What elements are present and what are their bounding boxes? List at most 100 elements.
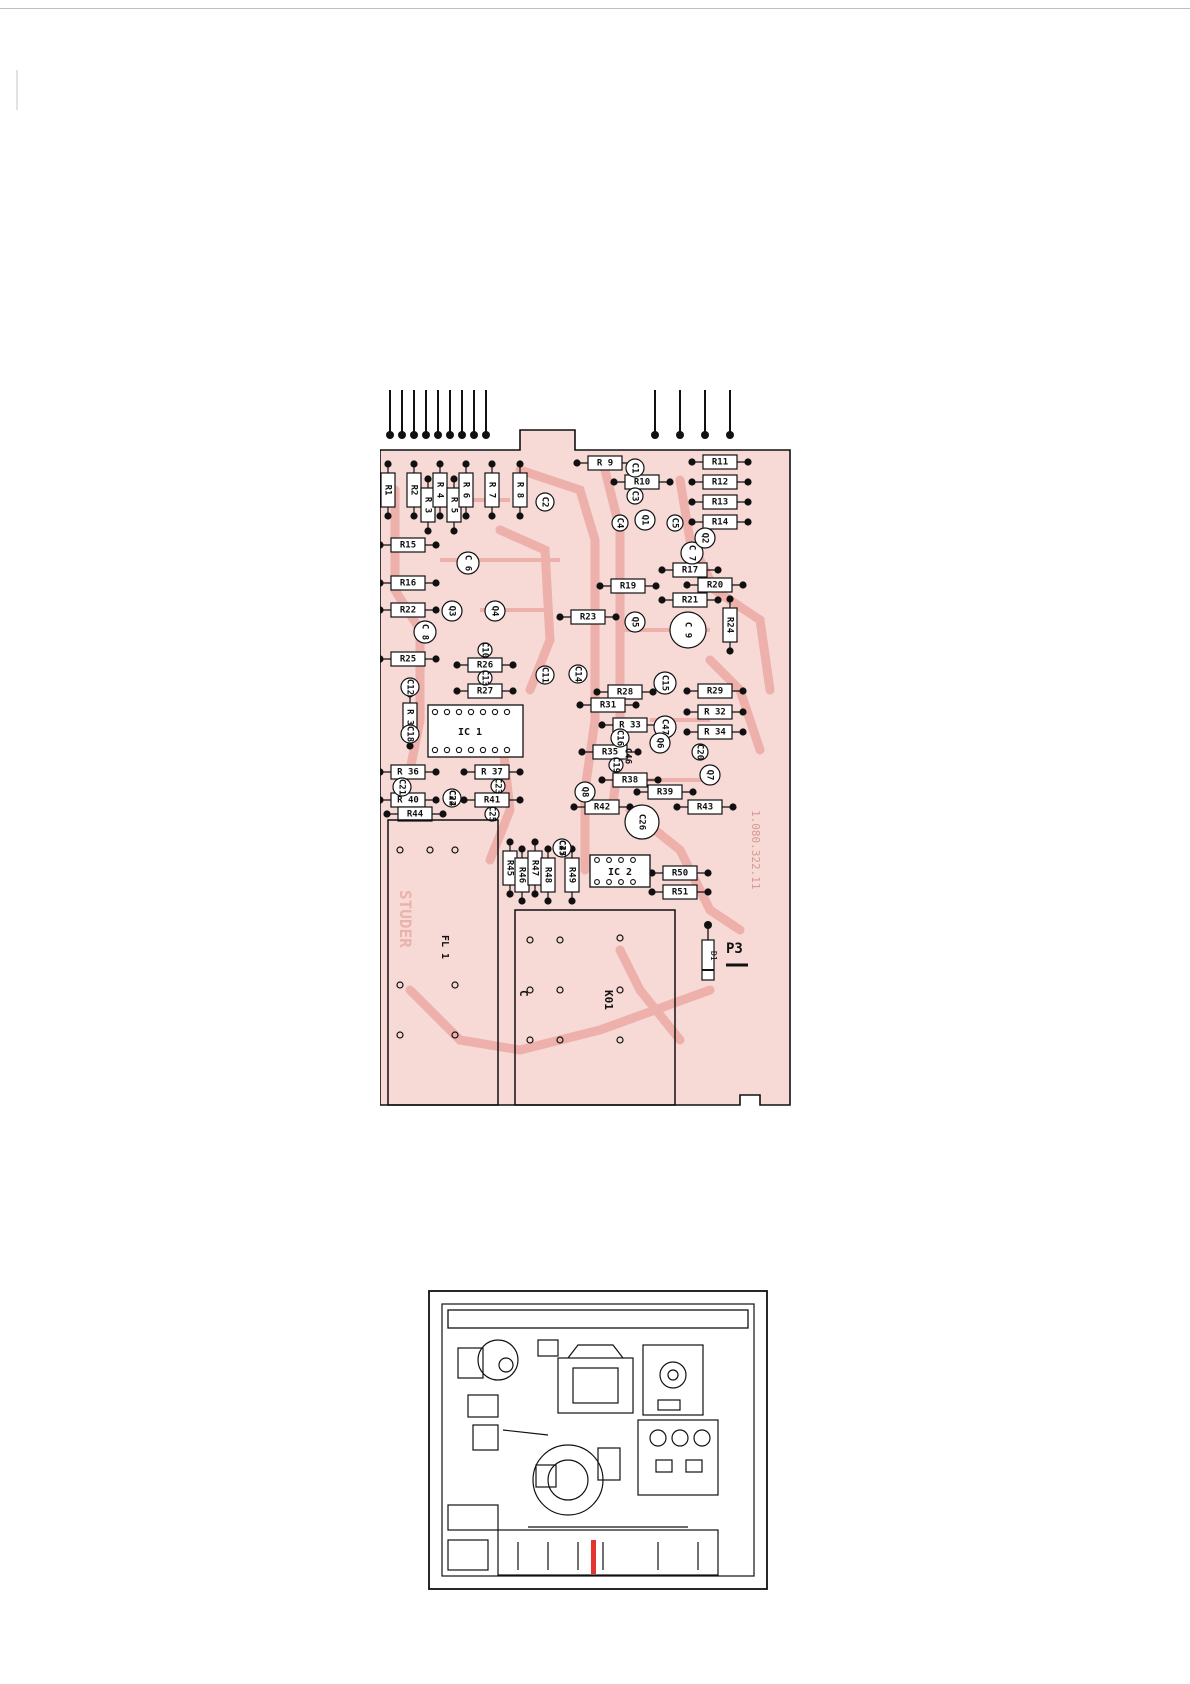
resistor xyxy=(584,799,620,815)
resistor-label: R 6 xyxy=(461,482,471,498)
capacitor-label: C47 xyxy=(660,719,670,735)
capacitor-label: C 8 xyxy=(420,624,430,640)
capacitor xyxy=(626,487,644,505)
transistor-label: Q2 xyxy=(700,533,710,544)
capacitor-label: C21 xyxy=(397,779,407,795)
capacitor xyxy=(490,778,506,794)
capacitor xyxy=(624,804,660,840)
capacitor xyxy=(392,777,412,797)
capacitor-label: C1 xyxy=(630,463,640,474)
capacitor-label: C23 xyxy=(493,778,503,794)
resistor-label: R13 xyxy=(712,498,728,508)
transistor-label: Q3 xyxy=(447,606,457,617)
capacitor-label: C24 xyxy=(447,790,457,807)
resistor-label: R12 xyxy=(712,478,728,488)
capacitor-label: C4 xyxy=(615,518,625,529)
capacitor-label: C 9 xyxy=(683,622,693,638)
transistor-label: Q4 xyxy=(490,606,500,617)
capacitor xyxy=(484,806,500,822)
resistor xyxy=(702,494,738,510)
resistor-label: R 8 xyxy=(515,482,525,498)
capacitor-label: C3 xyxy=(630,491,640,502)
resistor-label: R45 xyxy=(505,860,515,876)
transistor xyxy=(649,732,671,754)
resistor xyxy=(458,472,474,508)
capacitor-label: C20 xyxy=(695,744,705,760)
resistor-label: R44 xyxy=(407,810,424,820)
resistor xyxy=(687,799,723,815)
resistor xyxy=(722,607,738,643)
resistor xyxy=(380,472,396,508)
capacitor-label: C46 xyxy=(623,748,633,764)
resistor xyxy=(612,717,648,733)
relay-contact-label: C xyxy=(517,990,530,997)
capacitor xyxy=(413,620,437,644)
capacitor-label: C 6 xyxy=(463,555,473,571)
transistor xyxy=(441,600,463,622)
part-number-silkscreen: 1.080.322.11 xyxy=(749,810,762,889)
resistor xyxy=(702,474,738,490)
capacitor-label: C15 xyxy=(660,675,670,691)
resistor-label: R50 xyxy=(672,869,688,879)
resistor-label: R15 xyxy=(400,541,416,551)
scan-mark xyxy=(16,70,18,110)
resistor-label: R11 xyxy=(712,458,728,468)
resistor xyxy=(397,806,433,822)
resistor-label: R 34 xyxy=(704,728,726,738)
transistor xyxy=(699,764,721,786)
diode-d1: D1 xyxy=(701,921,718,981)
resistor-label: R41 xyxy=(484,796,500,806)
resistor xyxy=(697,704,733,720)
top-rail xyxy=(447,1309,749,1329)
resistor-label: R 33 xyxy=(619,721,641,731)
capacitor-label: C2 xyxy=(540,497,550,508)
resistor xyxy=(564,857,580,893)
capacitor xyxy=(669,611,707,649)
transistor-label: Q6 xyxy=(655,738,665,749)
capacitor xyxy=(625,458,645,478)
connector-pads xyxy=(386,431,734,439)
capacitor-label: C11 xyxy=(540,667,550,683)
capacitor-label: C19 xyxy=(611,757,621,773)
resistor-label: R39 xyxy=(657,788,673,798)
transistor-label: Q8 xyxy=(580,787,590,798)
resistor-label: R 32 xyxy=(704,708,726,718)
capacitor xyxy=(400,724,420,744)
resistor-label: R46 xyxy=(517,867,527,883)
capacitor-label: C18 xyxy=(405,726,415,742)
resistor xyxy=(512,472,528,508)
resistor-label: R35 xyxy=(602,748,618,758)
resistor-label: R17 xyxy=(682,566,698,576)
highlighted-board-location xyxy=(591,1540,596,1574)
resistor xyxy=(390,651,426,667)
resistor xyxy=(570,609,606,625)
resistor-label: R51 xyxy=(672,888,688,898)
brand-silkscreen: STUDER xyxy=(396,890,415,948)
relay-k01: C K01 xyxy=(514,909,676,1106)
capacitor xyxy=(568,664,588,684)
transistor xyxy=(624,611,646,633)
capacitor-label: C13 xyxy=(480,670,490,686)
ic1-package: IC 1 xyxy=(427,704,524,758)
capacitor xyxy=(611,514,629,532)
resistor-label: R 9 xyxy=(597,459,613,469)
resistor xyxy=(587,455,623,471)
filter-fl1: FL 1 STUDER xyxy=(387,819,499,1106)
resistor xyxy=(484,472,500,508)
capacitor-label: C14 xyxy=(573,666,583,683)
filter-label: FL 1 xyxy=(439,935,450,959)
capacitor xyxy=(477,642,493,658)
resistor-label: R27 xyxy=(477,687,493,697)
resistor xyxy=(702,514,738,530)
transistor xyxy=(694,527,716,549)
resistor-label: R24 xyxy=(725,617,735,634)
resistor xyxy=(697,577,733,593)
resistor-label: R38 xyxy=(622,776,638,786)
resistor-label: R29 xyxy=(707,687,723,697)
transistor xyxy=(634,509,656,531)
capacitor xyxy=(610,728,630,748)
resistor-label: R42 xyxy=(594,803,610,813)
resistor-label: R 37 xyxy=(481,768,503,778)
